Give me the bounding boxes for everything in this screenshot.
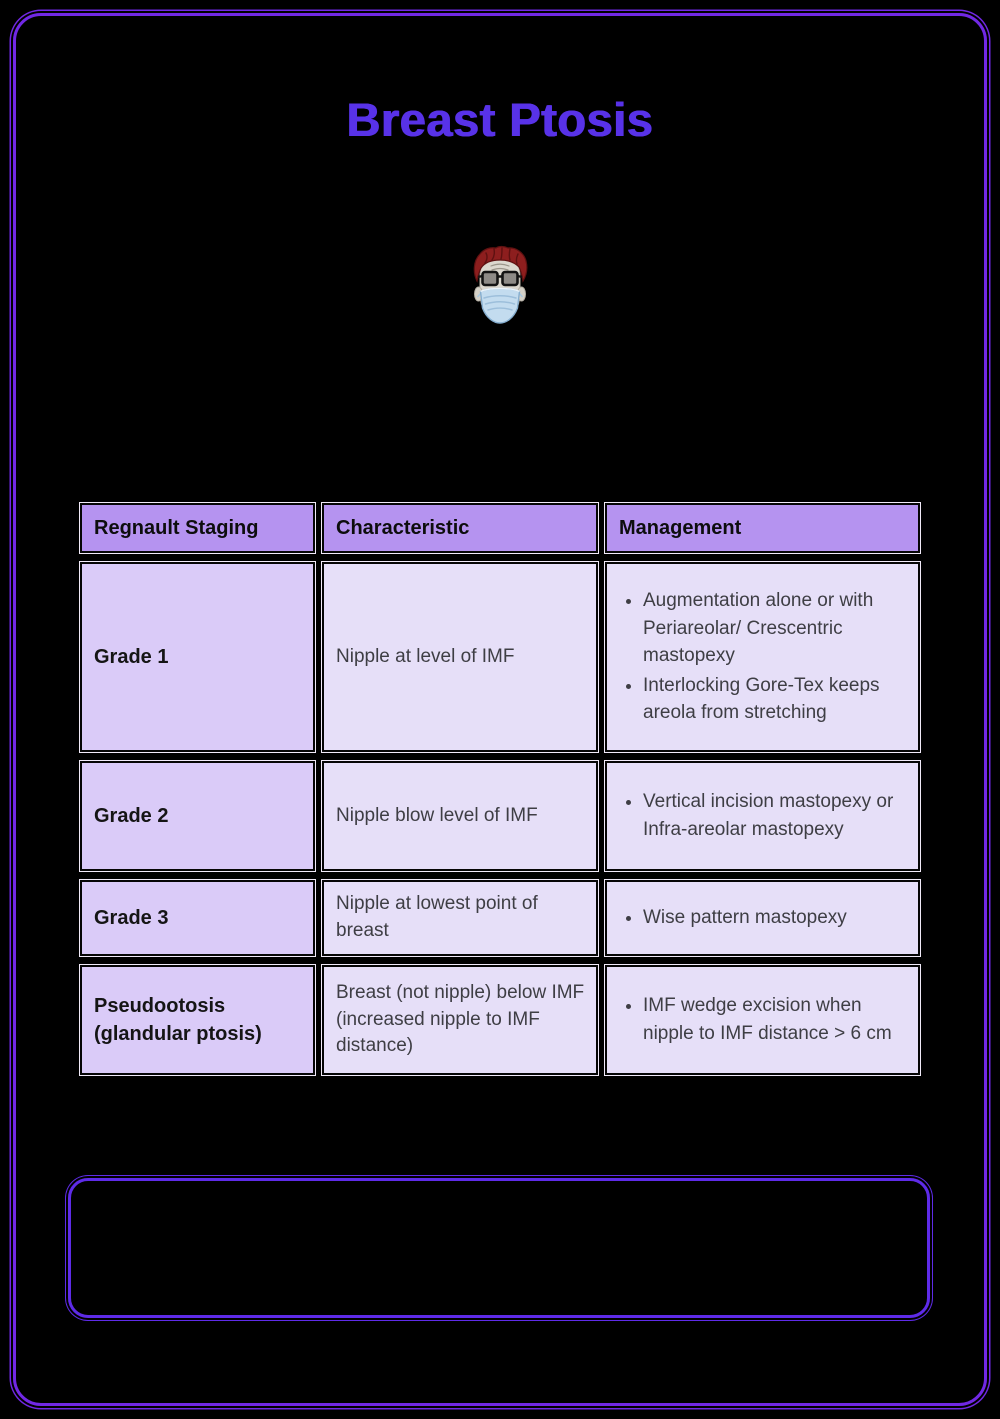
characteristic-cell-grade-1: Nipple at level of IMF <box>321 561 599 753</box>
stage-cell-grade-1: Grade 1 <box>79 561 316 753</box>
header-cell-characteristic: Characteristic <box>321 502 599 554</box>
management-cell-grade-2: Vertical incision mastopexy or Infra-are… <box>604 760 921 872</box>
stage-cell-grade-3: Grade 3 <box>79 879 316 957</box>
bullet-list: Wise pattern mastopexy <box>613 902 847 934</box>
management-cell-grade-1: Augmentation alone or with Periareolar/ … <box>604 561 921 753</box>
management-item: Augmentation alone or with Periareolar/ … <box>643 587 908 670</box>
management-item: IMF wedge excision when nipple to IMF di… <box>643 992 908 1047</box>
masked-surgeon-face-svg <box>473 245 528 324</box>
characteristic-cell-grade-3: Nipple at lowest point of breast <box>321 879 599 957</box>
management-cell-grade-3: Wise pattern mastopexy <box>604 879 921 957</box>
masked-surgeon-face-icon <box>464 245 536 332</box>
characteristic-cell-grade-2: Nipple blow level of IMF <box>321 760 599 872</box>
stage-cell-pseudoptosis: Pseudootosis (glandular ptosis) <box>79 964 316 1076</box>
bullet-list: Vertical incision mastopexy or Infra-are… <box>613 786 908 845</box>
empty-notes-box <box>68 1178 930 1318</box>
stage-cell-grade-2: Grade 2 <box>79 760 316 872</box>
management-item: Vertical incision mastopexy or Infra-are… <box>643 788 908 843</box>
page-title: Breast Ptosis <box>346 93 654 146</box>
bullet-list: Augmentation alone or with Periareolar/ … <box>613 585 908 729</box>
management-cell-pseudoptosis: IMF wedge excision when nipple to IMF di… <box>604 964 921 1076</box>
bullet-list: IMF wedge excision when nipple to IMF di… <box>613 990 908 1049</box>
header-cell-management: Management <box>604 502 921 554</box>
characteristic-cell-pseudoptosis: Breast (not nipple) below IMF (increased… <box>321 964 599 1076</box>
management-item: Wise pattern mastopexy <box>643 904 847 932</box>
ptosis-table: Regnault Staging Characteristic Manageme… <box>79 502 921 1076</box>
management-item: Interlocking Gore-Tex keeps areola from … <box>643 672 908 727</box>
header-cell-regnault-staging: Regnault Staging <box>79 502 316 554</box>
